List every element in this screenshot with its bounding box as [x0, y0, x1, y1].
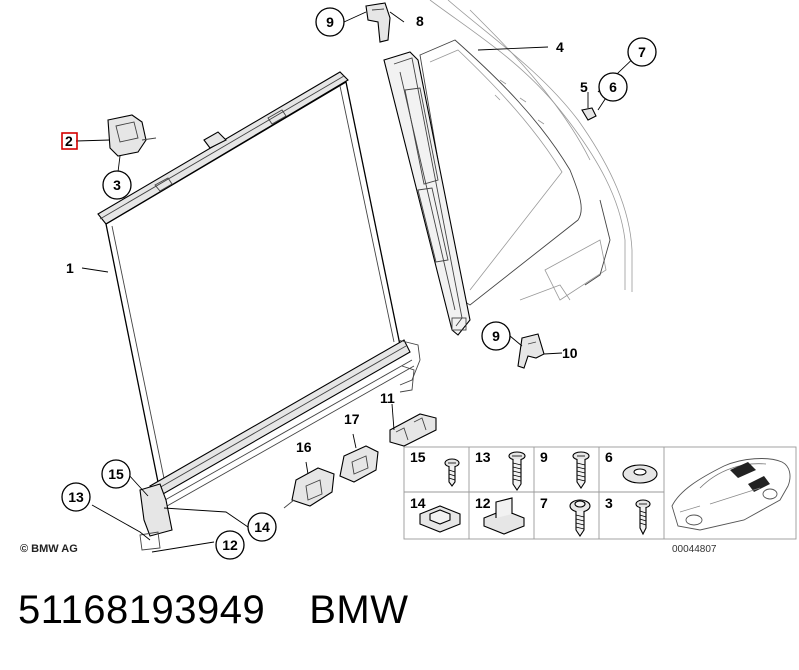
grid-label-9: 9 [540, 449, 548, 465]
clip-14-icon [419, 505, 461, 533]
callout-3-label: 3 [113, 177, 121, 193]
callout-1-label: 1 [66, 260, 74, 276]
callout-9-top: 9 [315, 7, 345, 37]
diagram-id: 00044807 [672, 544, 717, 555]
clip-part-9-10 [517, 333, 545, 369]
callout-10-label: 10 [562, 345, 578, 361]
screw-7-icon [569, 499, 591, 537]
callout-4-label: 4 [556, 39, 564, 55]
screw-15-icon [444, 458, 460, 487]
callout-7-label: 7 [638, 44, 646, 60]
callout-15: 15 [101, 459, 131, 489]
roller-blind-panel [97, 71, 421, 551]
clip-part-5-6 [581, 107, 597, 121]
callout-8-label: 8 [416, 13, 424, 29]
callout-8: 8 [416, 13, 424, 29]
grid-label-13: 13 [475, 449, 491, 465]
callout-16: 16 [296, 439, 312, 455]
part-number-footer: 51168193949 BMW [18, 588, 409, 633]
cap-part-16 [283, 467, 335, 509]
callout-17: 17 [344, 411, 360, 427]
callout-15-label: 15 [108, 466, 124, 482]
hardware-grid: 15 13 9 6 14 12 7 3 [403, 446, 797, 540]
brand-name: BMW [309, 588, 409, 632]
pillar-trim-strip [383, 51, 471, 336]
callout-1: 1 [66, 260, 74, 276]
callout-17-label: 17 [344, 411, 360, 427]
callout-4: 4 [556, 39, 564, 55]
callout-16-label: 16 [296, 439, 312, 455]
part-number: 51168193949 [18, 588, 266, 632]
clip-part-8 [365, 2, 391, 43]
callout-12: 12 [215, 530, 245, 560]
callout-9-mid-label: 9 [492, 328, 500, 344]
grid-label-15: 15 [410, 449, 426, 465]
washer-6-icon [622, 464, 658, 484]
grid-label-6: 6 [605, 449, 613, 465]
screw-13-icon [508, 451, 526, 491]
cap-part-17 [339, 445, 379, 483]
copyright-text: © BMW AG [20, 543, 78, 555]
callout-7: 7 [627, 37, 657, 67]
car-location-icon [671, 458, 791, 531]
callout-9-mid: 9 [481, 321, 511, 351]
callout-11: 11 [380, 390, 395, 406]
callout-2-label: 2 [65, 133, 73, 149]
grid-label-3: 3 [605, 495, 613, 511]
callout-5-label: 5 [580, 79, 588, 95]
callout-5: 5 [580, 79, 588, 95]
clip-12-icon [483, 497, 525, 535]
callout-14: 14 [247, 512, 277, 542]
grid-label-7: 7 [540, 495, 548, 511]
grid-label-14: 14 [410, 495, 426, 511]
callout-13-label: 13 [68, 489, 84, 505]
callout-10: 10 [562, 345, 578, 361]
highlight-box [61, 132, 78, 150]
callout-6: 6 [598, 72, 628, 102]
callout-13: 13 [61, 482, 91, 512]
bracket-part-11 [389, 413, 437, 447]
callout-12-label: 12 [222, 537, 238, 553]
callout-14-label: 14 [254, 519, 270, 535]
parts-diagram: 1 2 3 9 8 4 7 5 6 9 10 11 16 [20, 0, 797, 560]
callout-9-top-label: 9 [326, 14, 334, 30]
screw-9-icon [572, 451, 590, 489]
window-frame-drawing [419, 0, 633, 306]
clip-part-2-3 [107, 114, 157, 157]
screw-3-icon [635, 499, 651, 536]
callout-2: 2 [61, 132, 78, 150]
callout-11-label: 11 [380, 390, 395, 406]
callout-3: 3 [102, 170, 132, 200]
callout-6-label: 6 [609, 79, 617, 95]
grid-label-12: 12 [475, 495, 491, 511]
